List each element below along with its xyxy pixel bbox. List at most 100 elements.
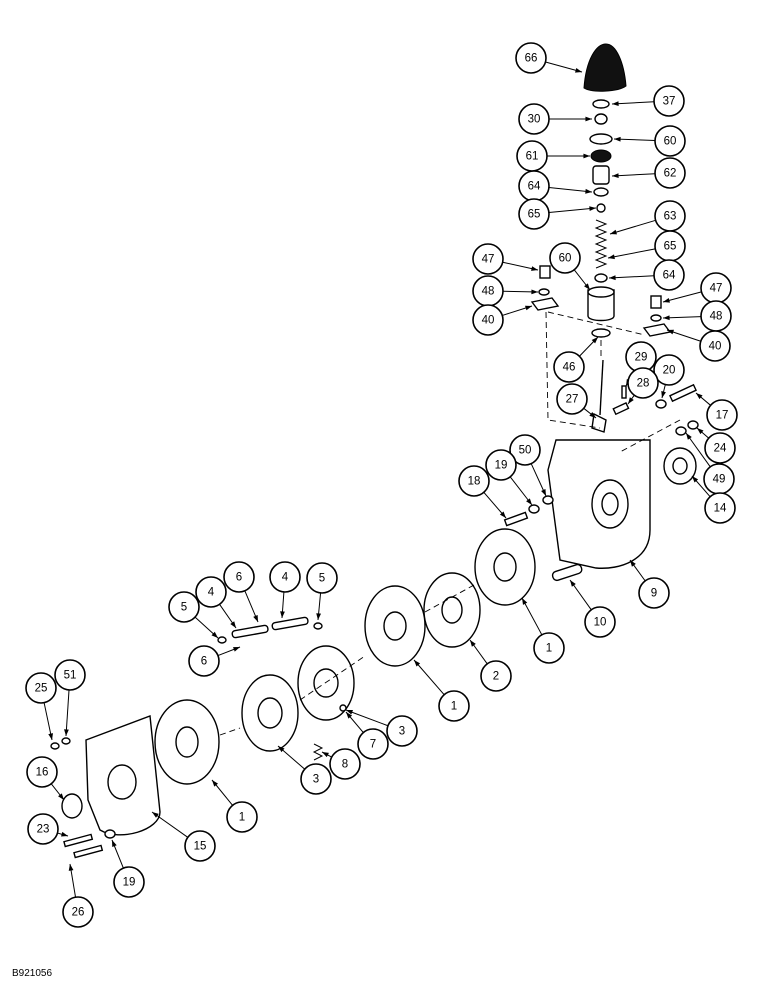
callout-number: 18 [468,476,481,488]
leader-line-65 [548,207,597,214]
callout-number: 29 [635,352,648,364]
callout-number: 62 [664,168,677,180]
part-nut-24 [687,420,699,430]
part-nut-5b [313,622,323,630]
callout-26: 26 [62,896,94,928]
callout-7: 7 [357,728,389,760]
part-gearbox-bore-inner [601,492,619,516]
callout-49: 49 [703,463,735,495]
callout-number: 15 [194,841,207,853]
leader-arrow-65 [608,254,615,260]
leader-arrow-20 [661,391,666,398]
leader-arrow-9 [630,560,636,567]
callout-number: 66 [525,53,538,65]
part-nut-49 [675,426,687,436]
callout-circle [188,645,220,677]
leader-line-15 [151,811,189,838]
callout-number: 1 [546,643,552,655]
leader-line-47 [662,291,702,303]
part-bushing [592,165,610,185]
callout-40: 40 [472,304,504,336]
part-seat [593,187,609,197]
leader-arrow-64 [585,188,592,194]
callout-number: 27 [566,394,579,406]
leader-arrow-3 [278,746,285,753]
part-bolt-17 [669,383,697,403]
leader-arrow-5 [211,631,218,638]
callout-18: 18 [458,465,490,497]
callout-number: 26 [72,907,85,919]
callout-number: 23 [37,824,50,836]
callout-number: 19 [123,877,136,889]
leader-arrow-1 [522,598,528,605]
callout-48: 48 [700,300,732,332]
callout-4: 4 [195,576,227,608]
callout-number: 2 [493,671,499,683]
callout-1: 1 [226,801,258,833]
callout-40: 40 [699,330,731,362]
leader-arrow-14 [692,476,699,483]
leader-arrow-19 [526,498,532,505]
callout-circle [584,606,616,638]
callout-circle [26,756,58,788]
part-pulley-right-hub [493,552,517,582]
callout-number: 65 [664,241,677,253]
callout-65: 65 [518,198,550,230]
callout-number: 7 [370,739,376,751]
callout-number: 40 [482,315,495,327]
leader-arrow-65 [589,206,596,212]
part-bolt-18 [503,511,529,527]
part-nut-50 [542,495,554,505]
callout-number: 47 [710,283,723,295]
callout-number: 64 [528,181,541,193]
part-pulley-left-hub [175,726,199,758]
assembly-lines [219,311,681,736]
callout-circle [113,866,145,898]
callout-circle [704,492,736,524]
callout-circle [699,330,731,362]
leader-arrow-47 [531,266,538,271]
part-spring-8 [312,743,324,761]
part-housing-top [587,286,615,298]
part-ball [596,203,606,213]
callout-3: 3 [300,763,332,795]
leader-arrow-60 [584,283,590,290]
part-cover-bore [107,764,137,800]
part-bolt-23 [63,833,94,848]
callout-circle [704,432,736,464]
part-washer-19 [528,504,540,514]
leader-arrow-6 [253,615,258,622]
callout-number: 64 [663,270,676,282]
callout-number: 10 [594,617,607,629]
leader-arrow-28 [628,397,634,404]
callout-20: 20 [653,354,685,386]
leader-arrow-46 [591,337,598,344]
leader-arrow-63 [610,229,617,235]
leader-arrow-7 [346,712,353,719]
callout-number: 16 [36,767,49,779]
leader-line-62 [611,173,656,177]
callout-number: 63 [664,211,677,223]
callout-1: 1 [438,690,470,722]
leader-arrow-61 [583,153,590,159]
callout-number: 37 [663,96,676,108]
callout-circle [638,577,670,609]
callout-9: 9 [638,577,670,609]
part-ball-7 [339,704,347,712]
leader-line-37 [611,101,655,105]
callout-number: 3 [399,726,405,738]
callout-number: 30 [528,114,541,126]
callout-64: 64 [653,259,685,291]
part-oring [591,328,611,338]
callout-number: 20 [663,365,676,377]
part-shaft [599,359,604,416]
leader-arrow-30 [585,116,592,122]
callout-circle [553,351,585,383]
leader-arrow-49 [686,433,692,440]
leader-arrow-4 [280,611,285,618]
callout-5: 5 [168,591,200,623]
callout-circle [654,157,686,189]
callout-circle [54,659,86,691]
callout-circle [533,632,565,664]
